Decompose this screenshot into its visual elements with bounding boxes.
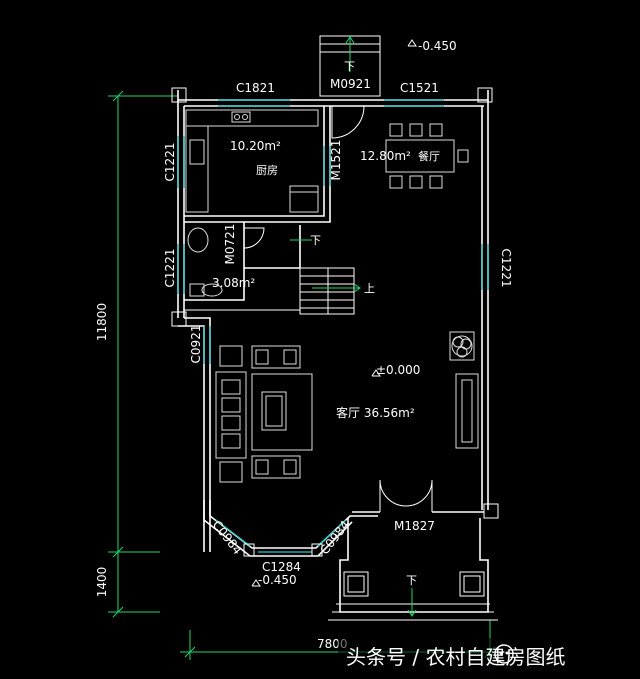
window-c1521: C1521 bbox=[400, 81, 439, 95]
window-c1821: C1821 bbox=[236, 81, 275, 95]
stair-down-top: 下 bbox=[344, 60, 355, 73]
bathroom-fixtures bbox=[187, 227, 223, 297]
level-marker-top bbox=[407, 39, 417, 47]
dining-name: 餐厅 bbox=[418, 149, 440, 163]
windows bbox=[177, 99, 489, 364]
living-label: 客厅 36.56m² bbox=[336, 405, 415, 420]
window-c0984-right: C0984 bbox=[317, 518, 352, 557]
watermark-text: 头条号 / 农村自建房图纸 bbox=[346, 645, 565, 669]
dim-height-porch: 1400 bbox=[95, 567, 109, 598]
watermark-background bbox=[338, 638, 634, 674]
door-m0921: M0921 bbox=[330, 77, 371, 91]
doors bbox=[243, 105, 484, 513]
window-c1221-right: C1221 bbox=[499, 249, 513, 288]
window-c1221-bath: C1221 bbox=[163, 249, 177, 288]
dim-height-main: 11800 bbox=[95, 303, 109, 341]
dining-area: 12.80m² bbox=[360, 149, 411, 163]
level-zero: ±0.000 bbox=[376, 363, 420, 377]
window-c1221-kitchen: C1221 bbox=[163, 143, 177, 182]
tv-cabinet bbox=[449, 331, 479, 449]
level-marker-zero bbox=[371, 369, 381, 377]
interior-walls bbox=[184, 106, 361, 315]
chat-bubble-icon bbox=[494, 644, 514, 664]
kitchen-fixtures bbox=[185, 109, 319, 213]
door-m0721: M0721 bbox=[223, 224, 237, 265]
stair-up: 上 bbox=[364, 282, 375, 295]
level-bottom: -0.450 bbox=[258, 573, 297, 587]
kitchen-area: 10.20m² bbox=[230, 139, 281, 153]
dining-table bbox=[385, 123, 469, 189]
window-c0921: C0921 bbox=[189, 325, 203, 364]
top-entry-steps bbox=[319, 35, 381, 97]
stair-down-porch: 下 bbox=[406, 574, 417, 587]
bay-window bbox=[203, 500, 378, 557]
level-marker-bottom bbox=[251, 579, 261, 587]
living-sofa-set bbox=[215, 345, 313, 483]
door-m1827: M1827 bbox=[394, 519, 435, 533]
stair-down-mid: 下 bbox=[310, 234, 321, 247]
window-c1284: C1284 bbox=[262, 560, 301, 574]
door-m1521: M1521 bbox=[329, 140, 343, 181]
bath-area: 3.08m² bbox=[212, 276, 255, 290]
kitchen-name: 厨房 bbox=[256, 164, 278, 177]
porch bbox=[328, 518, 498, 621]
level-top: -0.450 bbox=[418, 39, 457, 53]
